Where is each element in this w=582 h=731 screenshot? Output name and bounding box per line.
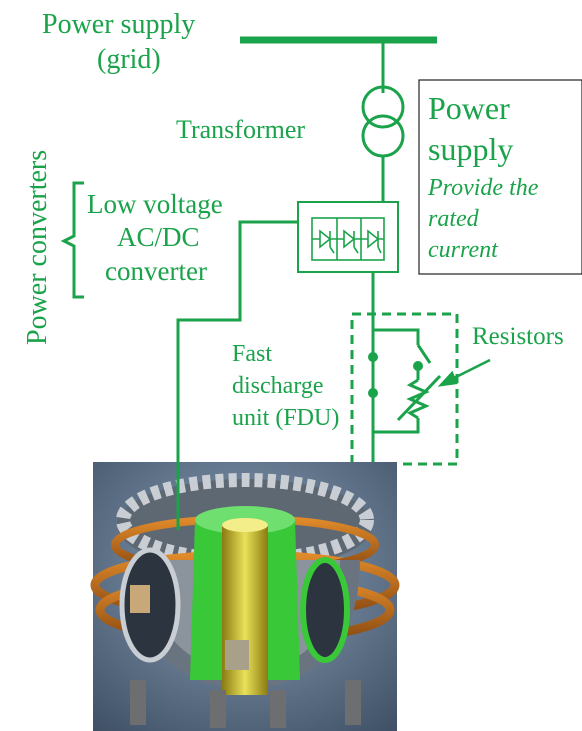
- transformer-symbol: [361, 85, 405, 158]
- power-supply-box: [418, 79, 582, 275]
- converter-label-line2: AC/DC: [117, 222, 200, 252]
- grid-label-line2: (grid): [97, 44, 161, 75]
- fdu-label-line3: unit (FDU): [232, 405, 339, 431]
- converters-brace: [60, 181, 84, 299]
- power-supply-box-desc-line2: rated: [428, 206, 480, 232]
- tokamak-image: [90, 462, 400, 731]
- power-supply-box-desc-line3: current: [428, 237, 499, 263]
- grid-label-line1: Power supply: [42, 9, 195, 40]
- converter-label-line3: converter: [105, 256, 207, 286]
- power-supply-box-desc-line1: Provide the: [427, 175, 539, 201]
- converter-left-output-line: [176, 220, 298, 472]
- power-supply-box-title-line2: supply: [428, 131, 513, 167]
- fdu-box: [350, 312, 459, 466]
- power-supply-box-title-line1: Power: [428, 90, 510, 126]
- fdu-circuit: [368, 328, 442, 434]
- fdu-label-line1: Fast: [232, 341, 272, 367]
- converter-label-line1: Low voltage: [87, 189, 223, 219]
- power-converters-label: Power converters: [22, 150, 53, 345]
- resistors-arrow: [437, 358, 491, 387]
- ac-dc-converter-symbol: [297, 201, 399, 273]
- fdu-label-line2: discharge: [232, 373, 324, 399]
- resistors-label: Resistors: [472, 323, 564, 350]
- transformer-label: Transformer: [176, 115, 305, 144]
